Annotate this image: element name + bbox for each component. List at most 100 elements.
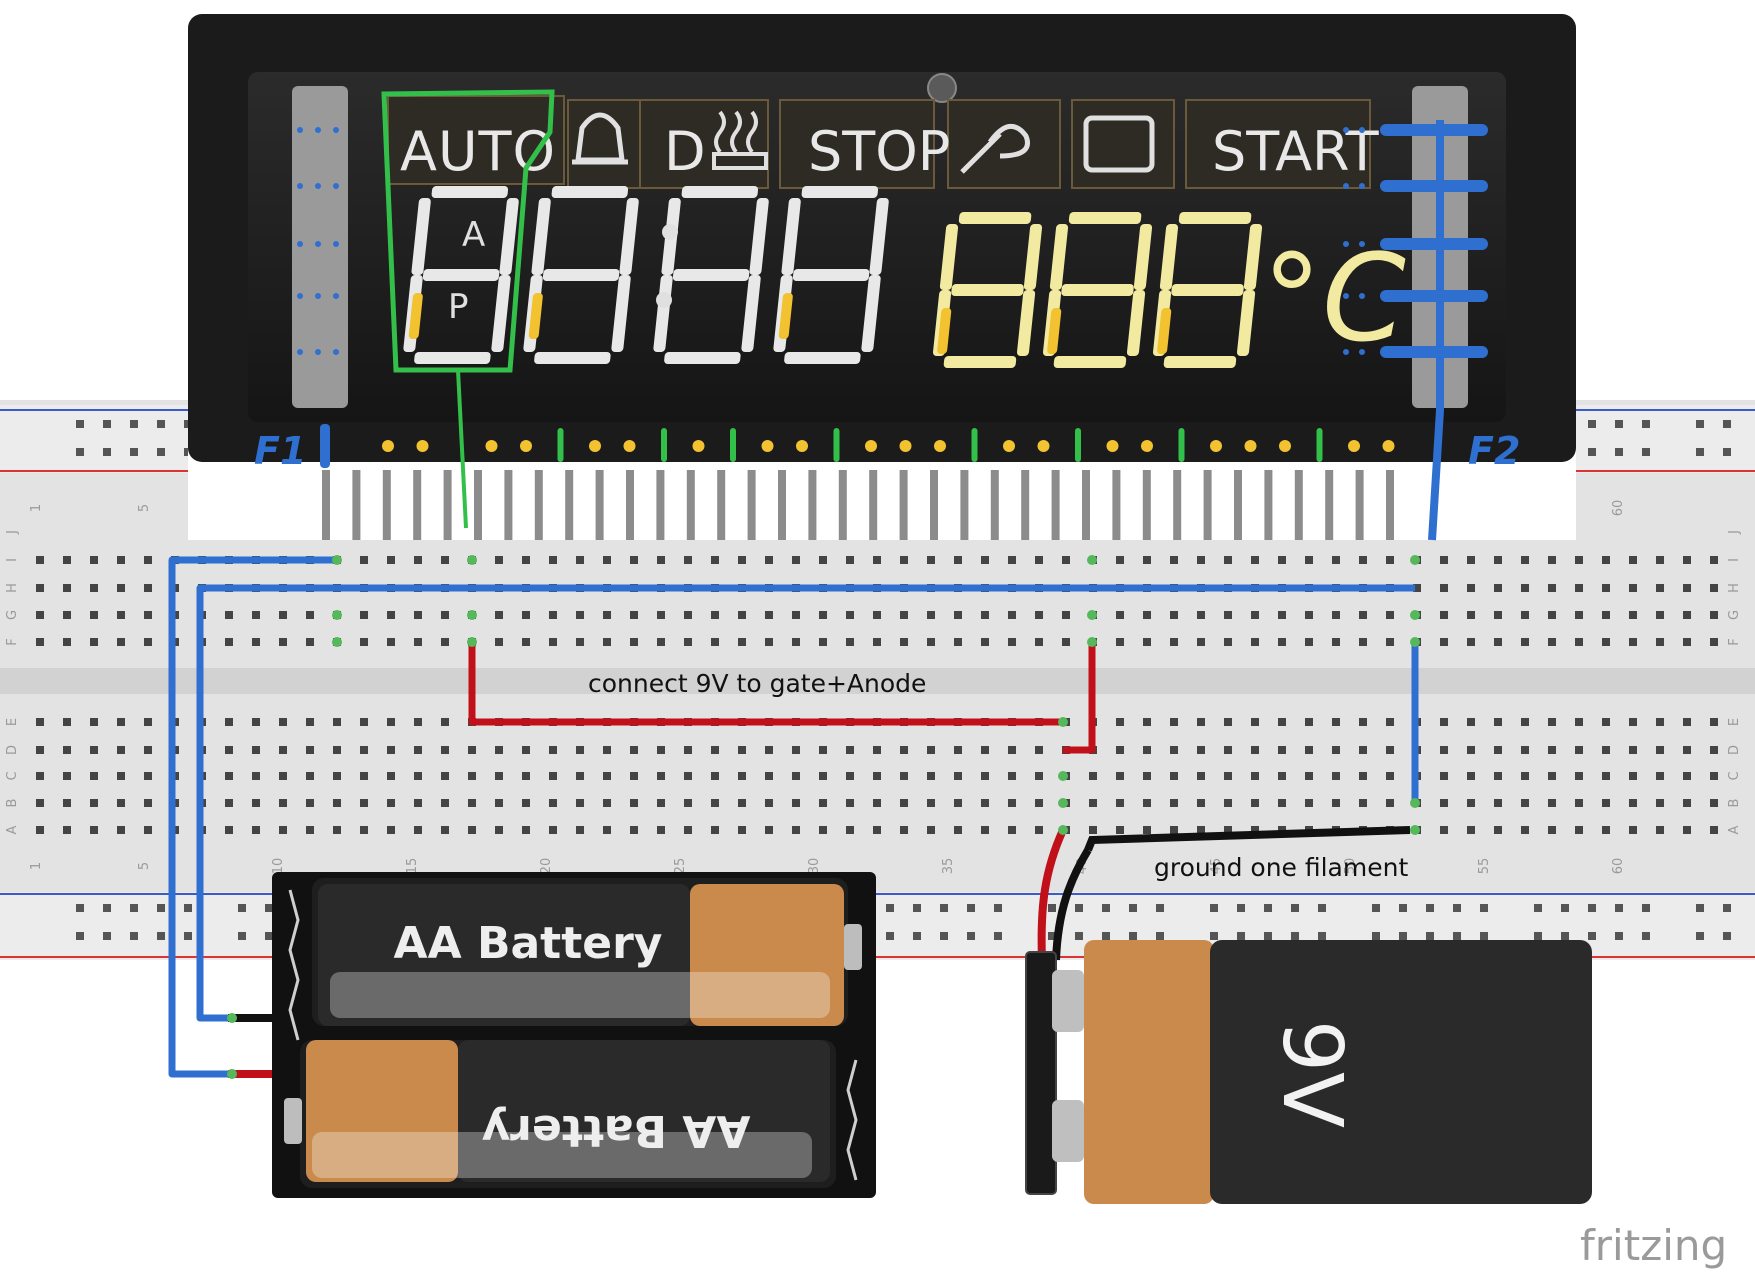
rail-hole	[1561, 904, 1569, 912]
breadboard-hole	[1278, 638, 1286, 646]
breadboard-hole	[1521, 584, 1529, 592]
breadboard-hole	[684, 826, 692, 834]
breadboard-hole	[306, 611, 314, 619]
breadboard-hole	[819, 556, 827, 564]
segment	[531, 198, 551, 275]
breadboard-hole	[1467, 584, 1475, 592]
breadboard-hole	[1467, 718, 1475, 726]
segment	[619, 198, 639, 275]
breadboard-hole	[468, 826, 476, 834]
column-number: 60	[1611, 858, 1626, 875]
rail-hole	[1642, 904, 1650, 912]
breadboard-hole	[1656, 799, 1664, 807]
rail-hole	[157, 932, 165, 940]
grid-highlight-outline	[381, 89, 555, 373]
connection-point	[1087, 610, 1097, 620]
vfd-display: AUTO D STOP START A P °C F1 F2	[188, 0, 1576, 541]
breadboard-hole	[306, 826, 314, 834]
segment	[664, 352, 741, 364]
breadboard-hole	[1251, 718, 1259, 726]
breadboard-hole	[603, 772, 611, 780]
breadboard-hole	[738, 799, 746, 807]
vfd-pin	[778, 470, 786, 540]
seven-segment-digit	[523, 186, 639, 364]
breadboard-hole	[873, 611, 881, 619]
pin-marker-anode	[557, 428, 564, 462]
breadboard-hole	[792, 556, 800, 564]
rail-hole	[1399, 904, 1407, 912]
breadboard-hole	[1467, 638, 1475, 646]
aa-battery-holder: AA Battery AA Battery	[272, 872, 876, 1198]
row-letter: E	[1727, 718, 1742, 726]
breadboard-hole	[1197, 638, 1205, 646]
colon-dot-bottom	[656, 292, 672, 308]
breadboard-hole	[738, 826, 746, 834]
breadboard-hole	[1278, 746, 1286, 754]
row-letter: F	[5, 638, 20, 645]
breadboard-hole	[1386, 556, 1394, 564]
breadboard-hole	[576, 556, 584, 564]
breadboard-hole	[279, 611, 287, 619]
breadboard-hole	[387, 718, 395, 726]
pin-marker-grid	[1244, 440, 1257, 452]
breadboard-hole	[1008, 772, 1016, 780]
connection-point	[1087, 637, 1097, 647]
breadboard-hole	[684, 772, 692, 780]
row-letter: H	[5, 583, 20, 593]
breadboard-hole	[1386, 638, 1394, 646]
breadboard-hole	[360, 556, 368, 564]
breadboard-hole	[954, 556, 962, 564]
segment-lit-yellow	[1047, 308, 1062, 354]
vfd-pin	[1355, 470, 1364, 540]
rail-hole	[886, 904, 894, 912]
vfd-pin	[1325, 470, 1334, 540]
row-letter: J	[5, 530, 20, 535]
breadboard-hole	[630, 638, 638, 646]
vfd-pin	[1142, 470, 1151, 540]
vfd-pin	[899, 470, 908, 540]
breadboard-hole	[468, 772, 476, 780]
breadboard-hole	[414, 638, 422, 646]
segment-lit-yellow	[1157, 308, 1172, 354]
row-letter: C	[5, 771, 20, 780]
breadboard-hole	[90, 638, 98, 646]
breadboard-hole	[36, 772, 44, 780]
breadboard-hole	[954, 746, 962, 754]
breadboard-hole	[1602, 826, 1610, 834]
rail-hole	[130, 420, 138, 428]
rail-hole	[238, 904, 246, 912]
vfd-pin	[1264, 470, 1273, 540]
breadboard-hole	[1683, 584, 1691, 592]
pin-marker-grid	[692, 440, 705, 452]
breadboard-hole	[549, 772, 557, 780]
pin-marker-anode	[1178, 428, 1185, 462]
breadboard-hole	[441, 826, 449, 834]
segment-lit-yellow	[528, 293, 543, 339]
breadboard-hole	[1575, 584, 1583, 592]
connection-point	[1058, 771, 1068, 781]
rail-hole	[103, 932, 111, 940]
rail-hole	[1129, 904, 1137, 912]
breadboard-hole	[1440, 826, 1448, 834]
vfd-pin	[565, 470, 574, 540]
breadboard-hole	[36, 826, 44, 834]
breadboard-hole	[1575, 826, 1583, 834]
breadboard-hole	[1035, 556, 1043, 564]
breadboard-hole	[1008, 799, 1016, 807]
rail-hole	[1210, 932, 1218, 940]
breadboard-hole	[225, 826, 233, 834]
pin-marker-grid	[382, 440, 394, 452]
column-number: 1	[29, 862, 44, 870]
vfd-pin	[534, 470, 543, 540]
breadboard-hole	[873, 826, 881, 834]
breadboard-hole	[1278, 799, 1286, 807]
breadboard-hole	[441, 556, 449, 564]
vfd-pin	[1112, 470, 1121, 540]
breadboard-hole	[738, 638, 746, 646]
rail-hole	[1696, 420, 1704, 428]
rail-hole	[1723, 448, 1731, 456]
breadboard-hole	[144, 772, 152, 780]
pin-marker-grid	[1348, 440, 1360, 452]
pin-marker-grid	[1279, 440, 1291, 452]
breadboard-hole	[1143, 638, 1151, 646]
